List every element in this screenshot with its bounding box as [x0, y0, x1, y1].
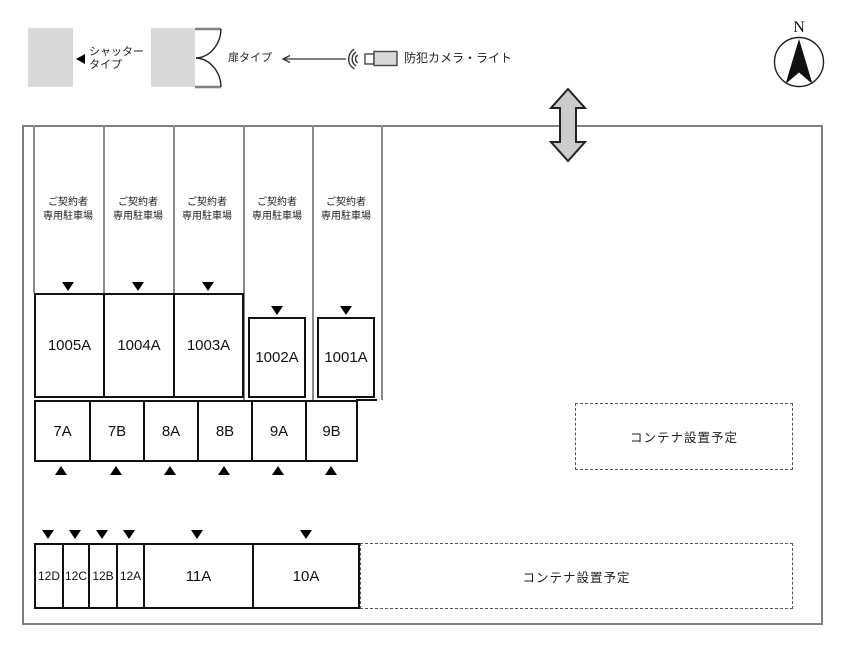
parking-column-label-5: ご契約者 専用駐車場 [321, 197, 371, 222]
parking-column-line [312, 125, 314, 400]
unit-12A: 12A [116, 543, 145, 609]
unit-1002A: 1002A [248, 317, 306, 398]
site-boundary [22, 125, 823, 625]
parking-column-line [33, 125, 35, 293]
door-type-label: 扉タイプ [228, 52, 272, 64]
unit-12C: 12C [62, 543, 90, 609]
parking-column-line [381, 125, 383, 400]
unit-10A: 10A [252, 543, 360, 609]
parking-column-line [243, 125, 245, 400]
entrance-arrow-icon [548, 87, 588, 163]
row-edge-line [356, 399, 377, 401]
parking-column-label-1: ご契約者 専用駐車場 [43, 197, 93, 222]
compass-north-icon: N [773, 19, 825, 88]
parking-column-label-4: ご契約者 専用駐車場 [252, 197, 302, 222]
door-marker-up-icon [325, 466, 337, 475]
security-camera-label: 防犯カメラ・ライト [404, 51, 513, 65]
compass-north-letter: N [793, 19, 805, 36]
door-marker-down-icon [123, 530, 135, 539]
shutter-type-swatch [28, 28, 73, 87]
door-marker-down-icon [62, 282, 74, 291]
unit-12D: 12D [34, 543, 64, 609]
parking-column-label-3: ご契約者 専用駐車場 [182, 197, 232, 222]
security-camera-icon [281, 48, 398, 70]
shutter-type-label: シャッター タイプ [89, 46, 144, 71]
unit-1004A: 1004A [103, 293, 175, 398]
door-marker-down-icon [202, 282, 214, 291]
unit-7B: 7B [89, 400, 145, 462]
door-marker-down-icon [300, 530, 312, 539]
door-marker-down-icon [42, 530, 54, 539]
unit-8B: 8B [197, 400, 253, 462]
parking-column-label-2: ご契約者 専用駐車場 [113, 197, 163, 222]
parking-column-line [173, 125, 175, 293]
door-marker-down-icon [271, 306, 283, 315]
unit-7A: 7A [34, 400, 91, 462]
unit-9A: 9A [251, 400, 307, 462]
door-swing-icon [195, 27, 222, 89]
door-marker-down-icon [96, 530, 108, 539]
door-marker-down-icon [69, 530, 81, 539]
door-marker-down-icon [191, 530, 203, 539]
unit-9B: 9B [305, 400, 358, 462]
door-marker-up-icon [272, 466, 284, 475]
unit-12B: 12B [88, 543, 118, 609]
unit-8A: 8A [143, 400, 199, 462]
door-marker-up-icon [55, 466, 67, 475]
container-area-upper: コンテナ設置予定 [575, 403, 793, 470]
door-marker-down-icon [132, 282, 144, 291]
unit-11A: 11A [143, 543, 254, 609]
unit-1001A: 1001A [317, 317, 375, 398]
door-marker-down-icon [340, 306, 352, 315]
door-marker-up-icon [218, 466, 230, 475]
door-marker-up-icon [164, 466, 176, 475]
door-type-swatch [151, 28, 195, 87]
door-marker-up-icon [110, 466, 122, 475]
unit-1005A: 1005A [34, 293, 105, 398]
unit-1003A: 1003A [173, 293, 244, 398]
shutter-door-marker-icon [76, 54, 85, 64]
container-area-lower: コンテナ設置予定 [360, 543, 793, 609]
parking-column-line [103, 125, 105, 293]
